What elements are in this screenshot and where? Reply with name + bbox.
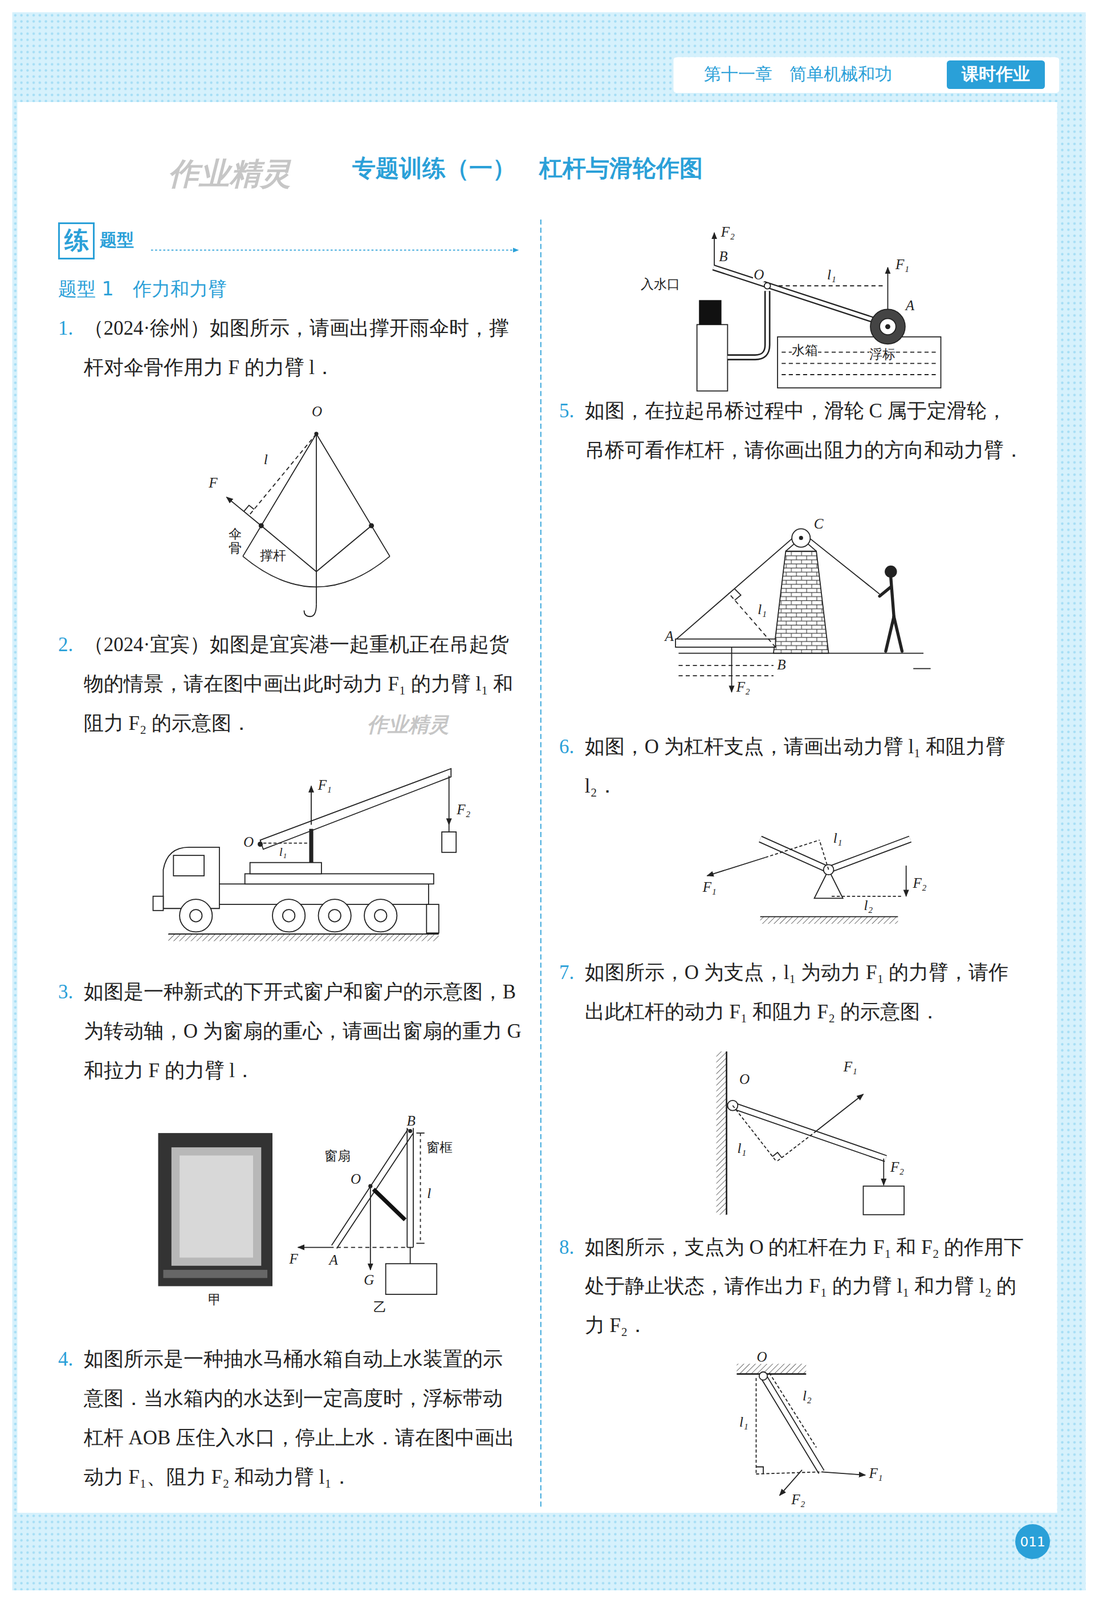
part-label: 窗扇: [324, 1149, 351, 1163]
symbol-label: O: [242, 834, 255, 849]
question-number: 1.: [58, 308, 73, 349]
question-number: 4.: [58, 1339, 73, 1379]
watermark: 作业精灵: [367, 711, 450, 739]
question-text: （2024·徐州）如图所示，请画出撑开雨伞时，撑杆对伞骨作用力 F 的力臂 l．: [83, 308, 523, 388]
node-text: 011: [1019, 1533, 1045, 1549]
symbol-label: l: [426, 1185, 432, 1200]
question-text: 如图所示，支点为 O 的杠杆在力 F₁ 和 F₂ 的作用下处于静止状态，请作出力…: [584, 1227, 1026, 1346]
symbol-label: F₂: [720, 224, 736, 239]
node-text: 练: [64, 224, 89, 258]
part-label: 撑杆: [259, 548, 287, 563]
node-text: 课时作业: [961, 62, 1031, 87]
symbol-label: l₂: [802, 1388, 813, 1403]
exercise-badge: 练: [58, 222, 95, 259]
symbol-label: B: [405, 1113, 416, 1128]
symbol-label: F₁: [702, 879, 718, 894]
symbol-label: l₁: [736, 1140, 747, 1155]
page-title: 专题训练（一） 杠杆与滑轮作图: [352, 152, 703, 185]
symbol-label: O: [311, 404, 323, 419]
symbol-label: F₁: [317, 777, 333, 792]
watermark: 作业精灵: [168, 153, 292, 195]
symbol-label: l₁: [832, 830, 844, 845]
question-number: 5.: [559, 391, 575, 431]
symbol-label: F₂: [456, 802, 471, 817]
symbol-label: F₁: [868, 1465, 883, 1480]
symbol-label: C: [813, 516, 825, 531]
question-text: 如图所示，O 为支点，l₁ 为动力 F₁ 的力臂，请作出此杠杆的动力 F₁ 和阻…: [584, 953, 1026, 1032]
symbol-label: l₁: [278, 845, 288, 858]
question-text: 如图是一种新式的下开式窗户和窗户的示意图，B 为转动轴，O 为窗扇的重心，请画出…: [83, 972, 523, 1091]
section-heading: 题型 1 作力和力臂: [58, 276, 227, 303]
part-label: 甲: [208, 1292, 222, 1306]
question-number: 8.: [559, 1227, 575, 1268]
symbol-label: l₁: [826, 267, 837, 282]
brand-badge: 课时作业: [946, 60, 1045, 89]
section-tag: 题型: [99, 228, 134, 252]
part-label: 乙: [373, 1300, 387, 1314]
symbol-label: F: [289, 1251, 299, 1266]
symbol-label: F₂: [889, 1159, 905, 1174]
symbol-label: A: [328, 1252, 339, 1267]
symbol-label: F₂: [912, 875, 927, 890]
symbol-label: B: [776, 657, 787, 672]
question-number: 2.: [58, 625, 73, 665]
chapter-header: 第十一章 简单机械和功: [703, 63, 893, 87]
symbol-label: O: [756, 1349, 768, 1364]
symbol-label: B: [718, 249, 728, 264]
part-label: 伞骨: [228, 526, 242, 556]
symbol-label: l₂: [863, 897, 874, 913]
symbol-label: O: [738, 1071, 751, 1086]
symbol-label: l₁: [756, 601, 768, 617]
page-number: 011: [1015, 1523, 1050, 1559]
symbol-label: O: [349, 1171, 362, 1186]
symbol-label: l₁: [738, 1414, 750, 1429]
part-label: 入水口: [640, 277, 681, 291]
symbol-label: l: [263, 452, 269, 467]
symbol-label: F₁: [894, 257, 910, 272]
symbol-label: A: [664, 628, 674, 643]
symbol-label: F₁: [843, 1059, 858, 1074]
symbol-label: F₂: [735, 679, 751, 694]
question-text: 如图，O 为杠杆支点，请画出动力臂 l₁ 和阻力臂 l₂．: [584, 727, 1026, 807]
question-number: 6.: [559, 727, 575, 767]
question-text: 如图所示是一种抽水马桶水箱自动上水装置的示意图．当水箱内的水达到一定高度时，浮标…: [83, 1339, 523, 1497]
symbol-label: G: [363, 1272, 375, 1287]
symbol-label: F: [208, 475, 218, 490]
question-text: 如图，在拉起吊桥过程中，滑轮 C 属于定滑轮，吊桥可看作杠杆，请你画出阻力的方向…: [584, 391, 1026, 471]
symbol-label: F₂: [790, 1491, 806, 1506]
part-label: 水箱: [791, 343, 818, 357]
question-number: 3.: [58, 972, 73, 1012]
part-label: 窗框: [426, 1140, 453, 1154]
question-number: 7.: [559, 953, 575, 993]
symbol-label: A: [905, 298, 915, 313]
part-label: 浮标: [869, 347, 896, 361]
question-text: （2024·宜宾）如图是宜宾港一起重机正在吊起货物的情景，请在图中画出此时动力 …: [83, 625, 523, 744]
symbol-label: O: [752, 267, 765, 282]
